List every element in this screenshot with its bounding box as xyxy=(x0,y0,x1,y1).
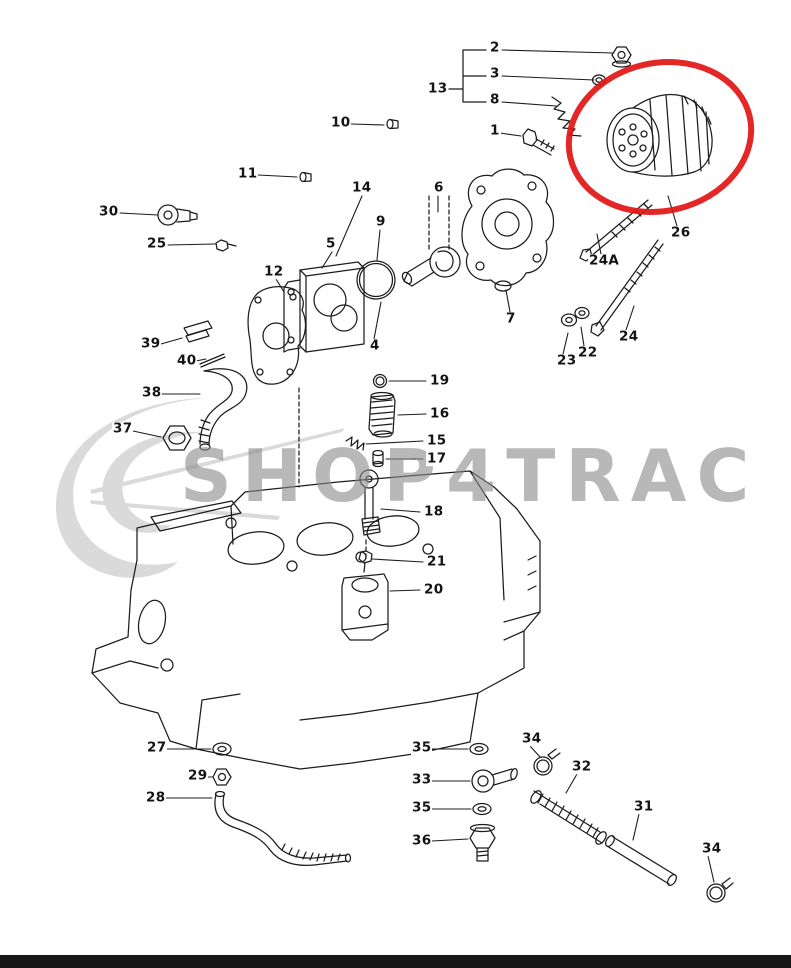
hose-clamp-part34-upper xyxy=(533,748,561,776)
bolt-part1 xyxy=(522,128,555,156)
engine-block-drawing xyxy=(91,470,541,770)
leader-lines xyxy=(119,49,715,883)
highlight-circle xyxy=(565,58,755,216)
leader-line-14-9 xyxy=(335,195,363,257)
gasket-part12 xyxy=(247,286,307,385)
leader-line-1-4 xyxy=(499,132,522,137)
nut-part29 xyxy=(212,768,232,786)
plug-part11 xyxy=(299,171,312,183)
banjo-bolt-part36 xyxy=(469,823,496,862)
oil-filter-part26 xyxy=(606,93,713,177)
hose-part38 xyxy=(198,368,248,451)
leader-line-31-41 xyxy=(632,813,640,841)
washer-part35-upper xyxy=(469,742,489,756)
leader-line-21-30 xyxy=(371,558,424,563)
leader-line-36-38 xyxy=(431,838,469,842)
leader-line-8-3 xyxy=(501,101,557,107)
leader-line-16-26 xyxy=(397,413,427,416)
pipe-part31 xyxy=(604,834,678,887)
relief-valve-part16 xyxy=(368,391,396,438)
footer-bar xyxy=(0,955,791,968)
washer-part23 xyxy=(560,313,578,327)
banjo-fitting-part33 xyxy=(471,768,518,793)
hose-part32 xyxy=(530,790,607,845)
leader-line-32-40 xyxy=(565,773,578,794)
plunger-part17 xyxy=(372,449,384,468)
leader-line-18-29 xyxy=(380,508,421,513)
pin-part40 xyxy=(199,353,226,368)
watermark-swoosh xyxy=(55,398,345,578)
pump-cover-part7 xyxy=(461,168,555,292)
bolt-part25 xyxy=(215,239,237,252)
leader-line-10-5 xyxy=(350,123,385,126)
leader-line-34-39 xyxy=(529,745,541,758)
leader-line-2-0 xyxy=(501,49,614,54)
leader-line-3-1 xyxy=(501,75,595,81)
bolt-part24 xyxy=(590,239,664,337)
nut-part37 xyxy=(162,425,192,451)
o-ring-part19 xyxy=(372,373,388,389)
leader-line-40-22 xyxy=(195,358,207,362)
pump-body-part5 xyxy=(283,261,365,353)
leader-line-30-7 xyxy=(119,212,159,216)
leader-line-34-42 xyxy=(707,855,715,883)
cap-nut-part2 xyxy=(611,46,632,68)
leader-line-37-24 xyxy=(132,430,162,438)
leader-line-24A-17 xyxy=(596,233,602,255)
o-ring-part9 xyxy=(356,260,396,300)
leader-line-9-10 xyxy=(376,229,381,261)
leader-line-11-6 xyxy=(257,174,298,178)
leader-line-12-13 xyxy=(275,278,285,293)
housing-part20 xyxy=(341,573,389,641)
spring-part15 xyxy=(345,436,365,451)
leader-line-39-21 xyxy=(160,337,183,345)
washer-part27 xyxy=(212,742,232,756)
washer-part35-lower xyxy=(472,802,492,816)
clip-part39 xyxy=(183,320,213,343)
diagram-line-art xyxy=(91,46,734,903)
leader-line-5-12 xyxy=(321,251,333,269)
leader-line-7-15 xyxy=(505,289,511,313)
leader-line-24-18 xyxy=(625,305,635,331)
rotor-part4 xyxy=(401,246,461,287)
leader-line-4-14 xyxy=(373,301,382,340)
leader-line-22-19 xyxy=(580,326,585,347)
pressure-sensor-part30 xyxy=(157,204,198,226)
leader-line-25-8 xyxy=(167,243,216,246)
washer-part22 xyxy=(574,306,590,320)
hose-clamp-part34-lower xyxy=(706,877,734,903)
leader-line-20-31 xyxy=(389,589,421,592)
leader-line-15-27 xyxy=(365,440,424,445)
dipstick-tube-part28 xyxy=(214,790,352,867)
leader-line-23-20 xyxy=(562,332,569,355)
group-bracket-13 xyxy=(448,49,487,103)
plug-part10 xyxy=(386,118,399,130)
